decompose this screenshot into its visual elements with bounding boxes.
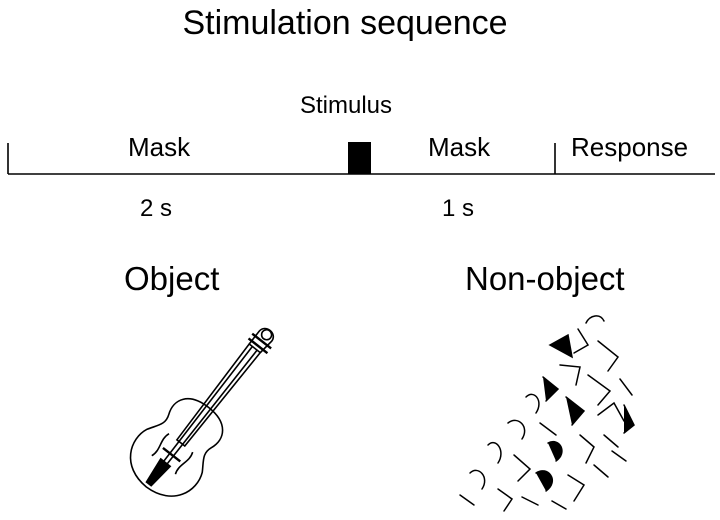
mask-duration-first: 2 s (140, 195, 173, 222)
mask-label-first: Mask (128, 132, 191, 162)
violin-illustration (129, 327, 274, 497)
stimulus-label: Stimulus (300, 92, 393, 119)
mask-duration-second: 1 s (442, 195, 475, 222)
diagram-title: Stimulation sequence (182, 4, 508, 42)
response-label: Response (571, 132, 689, 162)
nonobject-illustration (459, 315, 635, 512)
mask-label-second: Mask (428, 132, 491, 162)
stimulus-block (348, 142, 371, 174)
object-label: Object (124, 260, 220, 297)
nonobject-label: Non-object (465, 260, 625, 297)
